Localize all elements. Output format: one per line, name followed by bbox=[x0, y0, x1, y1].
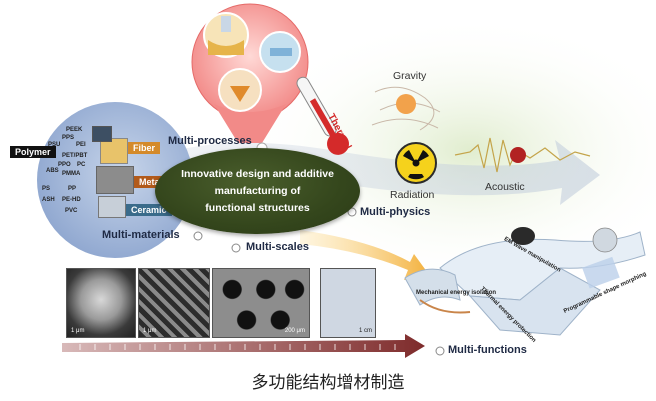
fiber-image bbox=[100, 138, 128, 164]
metal-image bbox=[96, 166, 134, 194]
center-line-2: manufacturing of bbox=[214, 184, 301, 197]
figure-caption: 多功能结构增材制造 bbox=[251, 373, 405, 393]
label-acoustic: Acoustic bbox=[485, 181, 525, 193]
polymer-peek: PEEK bbox=[66, 127, 83, 133]
polymer-pp: PP bbox=[68, 186, 77, 192]
polymer-ppo: PPO bbox=[58, 162, 71, 168]
polymer-petpbt: PET/PBT bbox=[62, 153, 88, 159]
polymer-ps: PS bbox=[42, 186, 51, 192]
functions-structure bbox=[404, 227, 646, 336]
polymer-abs: ABS bbox=[46, 168, 59, 174]
gravity-icon bbox=[371, 86, 441, 131]
scale-photo-1: 1 μm bbox=[66, 268, 136, 338]
label-multi-scales: Multi-scales bbox=[246, 241, 309, 253]
polymer-image bbox=[92, 126, 112, 142]
polymer-ash: ASH bbox=[42, 197, 55, 203]
polymer-pc: PC bbox=[77, 162, 86, 168]
polymer-pmma: PMMA bbox=[62, 171, 81, 177]
polymer-psu: PSU bbox=[48, 142, 61, 148]
scale-label-2: 1 μm bbox=[143, 328, 157, 334]
polymer-tag: Polymer bbox=[10, 146, 56, 158]
scale-label-1: 1 μm bbox=[71, 328, 85, 334]
scale-photo-3: 200 μm bbox=[212, 268, 310, 338]
label-multi-processes: Multi-processes bbox=[168, 135, 252, 147]
polymer-pps: PPS bbox=[62, 135, 75, 141]
center-oval: Innovative design and additive manufactu… bbox=[155, 148, 360, 234]
radiation-icon bbox=[395, 142, 437, 184]
ceramic-image bbox=[98, 196, 126, 218]
center-line-3: functional structures bbox=[205, 201, 310, 214]
label-mechanical: Mechanical energy isolation bbox=[416, 290, 497, 296]
center-line-1: Innovative design and additive bbox=[181, 167, 334, 180]
scale-label-3: 200 μm bbox=[284, 328, 305, 334]
label-multi-functions: Multi-functions bbox=[448, 344, 527, 356]
ceramic-tag: Ceramic bbox=[126, 204, 172, 216]
label-multi-physics: Multi-physics bbox=[360, 206, 431, 218]
polymer-pehd: PE-HD bbox=[62, 197, 81, 203]
polymer-pei: PEI bbox=[76, 142, 86, 148]
label-multi-materials: Multi-materials bbox=[102, 229, 180, 241]
acoustic-wave-icon bbox=[454, 137, 591, 173]
polymer-pvc: PVC bbox=[65, 208, 78, 214]
label-gravity: Gravity bbox=[393, 70, 427, 82]
thermometer-icon bbox=[296, 76, 349, 155]
fiber-tag: Fiber bbox=[128, 142, 161, 154]
scale-label-4: 1 cm bbox=[358, 328, 372, 334]
scale-photo-2: 1 μm bbox=[138, 268, 210, 338]
scale-photo-4: 1 cm bbox=[320, 268, 376, 338]
label-radiation: Radiation bbox=[390, 189, 435, 201]
